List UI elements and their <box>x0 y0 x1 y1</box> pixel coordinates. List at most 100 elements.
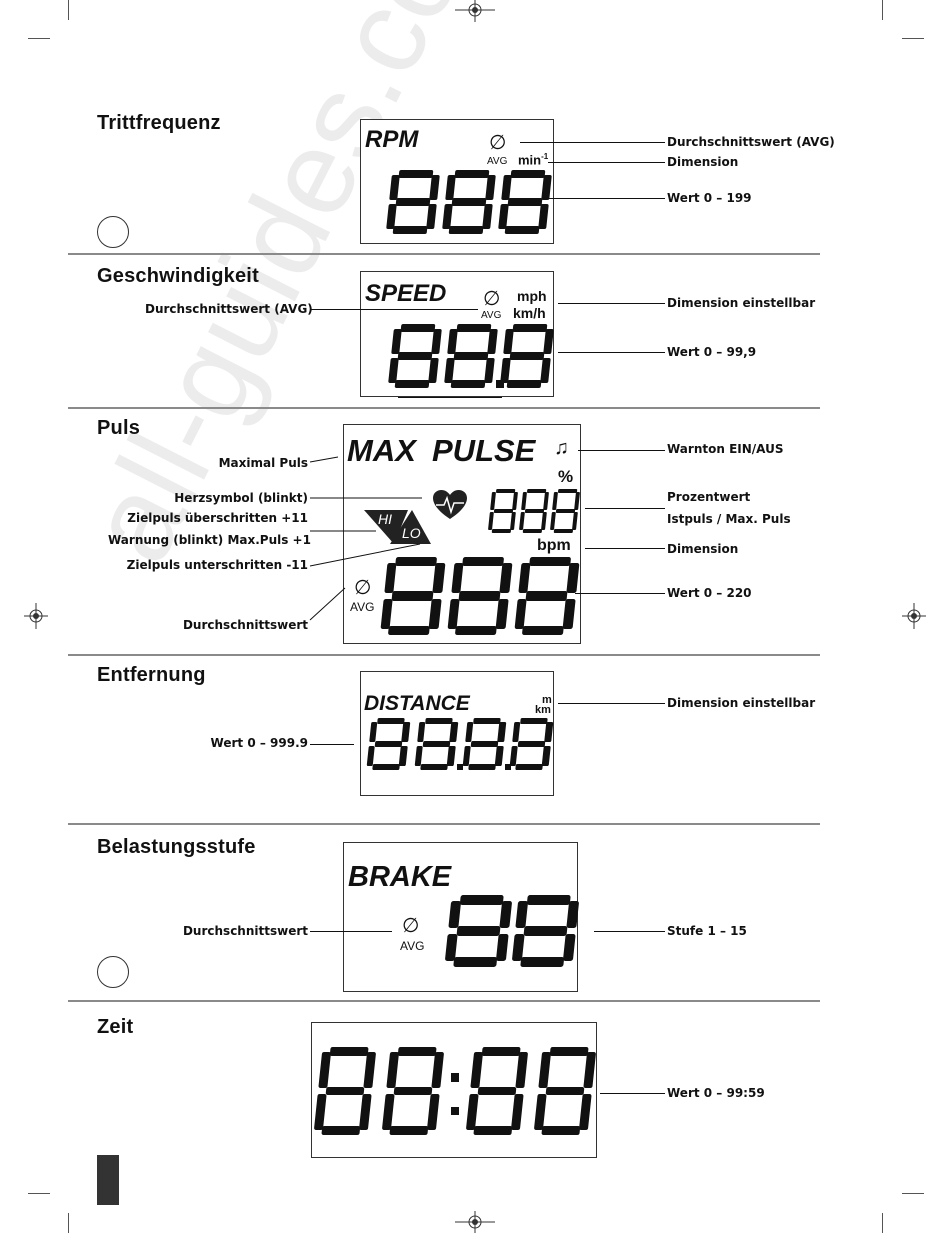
lcd-segment <box>455 625 498 635</box>
lcd-segment <box>482 204 493 230</box>
lcd-segment <box>549 1047 589 1056</box>
leader-line <box>310 931 392 932</box>
lcd-segment <box>391 328 402 354</box>
lcd-segment <box>540 358 551 384</box>
label-rpm-avg: Durchschnittswert (AVG) <box>667 135 835 149</box>
lcd-segment <box>397 352 433 360</box>
lcd-colon-dot <box>450 1106 460 1116</box>
lcd-segment <box>392 226 428 234</box>
lcd-segment <box>371 763 401 770</box>
lcd-segment <box>400 324 436 332</box>
lcd-segment <box>501 174 512 200</box>
lcd-segment <box>515 900 529 929</box>
lcd-segment <box>510 170 546 178</box>
lcd-segment <box>318 1052 331 1089</box>
leader-line <box>575 593 665 594</box>
lcd-segment <box>529 557 572 567</box>
lcd-segment <box>520 957 565 967</box>
lcd-segment <box>446 745 456 767</box>
label-rpm-value: Wert 0 – 199 <box>667 191 752 205</box>
lcd-segment <box>506 380 542 388</box>
lcd-segment <box>487 512 495 531</box>
leader-line <box>578 450 665 451</box>
lcd-segment <box>464 721 474 743</box>
lcd-segment <box>447 328 458 354</box>
lcd-segment <box>401 721 411 743</box>
leader-line <box>310 309 478 310</box>
lcd-segment <box>395 198 431 206</box>
lcd-segment <box>398 170 434 178</box>
lcd-segment <box>503 328 514 354</box>
lcd-segment <box>519 718 549 725</box>
lcd-digit <box>514 557 580 635</box>
lcd-segment <box>394 380 430 388</box>
lcd-segment <box>583 1052 597 1089</box>
lcd-segment <box>451 198 487 206</box>
lcd-segment <box>376 718 405 725</box>
unit-min: min-1 <box>518 152 548 167</box>
lcd-segment <box>491 528 511 533</box>
unit-kmh: km/h <box>513 305 546 321</box>
registration-mark-icon <box>902 603 926 629</box>
lcd-time <box>311 1022 597 1158</box>
lcd-segment <box>541 1126 581 1135</box>
lcd-segment <box>523 926 568 936</box>
lcd-segment <box>555 508 575 514</box>
crop-mark <box>68 0 69 20</box>
lcd-digit <box>518 489 550 533</box>
registration-mark-icon <box>24 603 48 629</box>
lcd-segment <box>518 562 532 594</box>
lcd-label-distance: DISTANCE <box>364 692 470 715</box>
lcd-digits-distance <box>366 718 554 770</box>
lcd-segment <box>447 598 461 630</box>
lcd-segment <box>456 926 501 936</box>
lcd-segment <box>571 512 578 531</box>
label-pulse-dimension: Dimension <box>667 542 739 556</box>
crop-mark <box>68 1213 69 1233</box>
lcd-segment <box>567 562 580 594</box>
lcd-segment <box>512 491 519 510</box>
lcd-segment <box>545 1086 585 1096</box>
label-actual-max: Istpuls / Max. Puls <box>667 512 791 526</box>
label-heart-symbol: Herzsymbol (blinkt) <box>174 491 308 505</box>
lcd-segment <box>490 491 497 510</box>
lcd-segment <box>484 358 495 384</box>
lcd-segment <box>526 895 572 905</box>
lcd-segment <box>566 900 580 929</box>
lcd-digit <box>509 718 554 770</box>
registration-mark-icon <box>455 0 495 22</box>
page-tab-marker <box>97 1155 119 1205</box>
lcd-segment <box>496 598 509 630</box>
lcd-segment <box>374 740 403 748</box>
hi-lo-indicator <box>364 510 431 544</box>
avg-text: AVG <box>400 939 425 953</box>
lcd-segment <box>448 900 461 929</box>
unit-mph: mph <box>517 288 547 304</box>
lcd-digit <box>447 557 513 635</box>
lcd-segment <box>517 740 546 748</box>
lcd-segment <box>526 489 546 494</box>
heading-pulse: Puls <box>97 417 141 439</box>
lcd-digit <box>366 718 411 770</box>
lcd-segment <box>456 324 492 332</box>
leader-line <box>558 352 665 353</box>
section-divider <box>68 654 820 656</box>
lcd-segment <box>504 226 540 234</box>
label-max-warning: Warnung (blinkt) Max.Puls +1 <box>108 533 311 547</box>
label-speed-value: Wert 0 – 99,9 <box>667 345 757 359</box>
leader-line <box>310 744 354 745</box>
lcd-segment <box>538 204 549 230</box>
crop-mark <box>28 38 50 39</box>
lcd-segment <box>321 1126 361 1135</box>
leader-line <box>585 508 665 509</box>
avg-symbol: ∅ <box>402 915 420 937</box>
lcd-segment <box>544 721 554 743</box>
label-percent: Prozentwert <box>667 490 751 504</box>
lcd-segment <box>512 721 521 743</box>
crop-mark <box>882 1213 883 1233</box>
lcd-digit <box>388 324 443 388</box>
lcd-segment <box>325 1086 365 1096</box>
lcd-segment <box>459 895 504 905</box>
lcd-segment <box>538 1052 551 1089</box>
lcd-segment <box>422 740 451 748</box>
